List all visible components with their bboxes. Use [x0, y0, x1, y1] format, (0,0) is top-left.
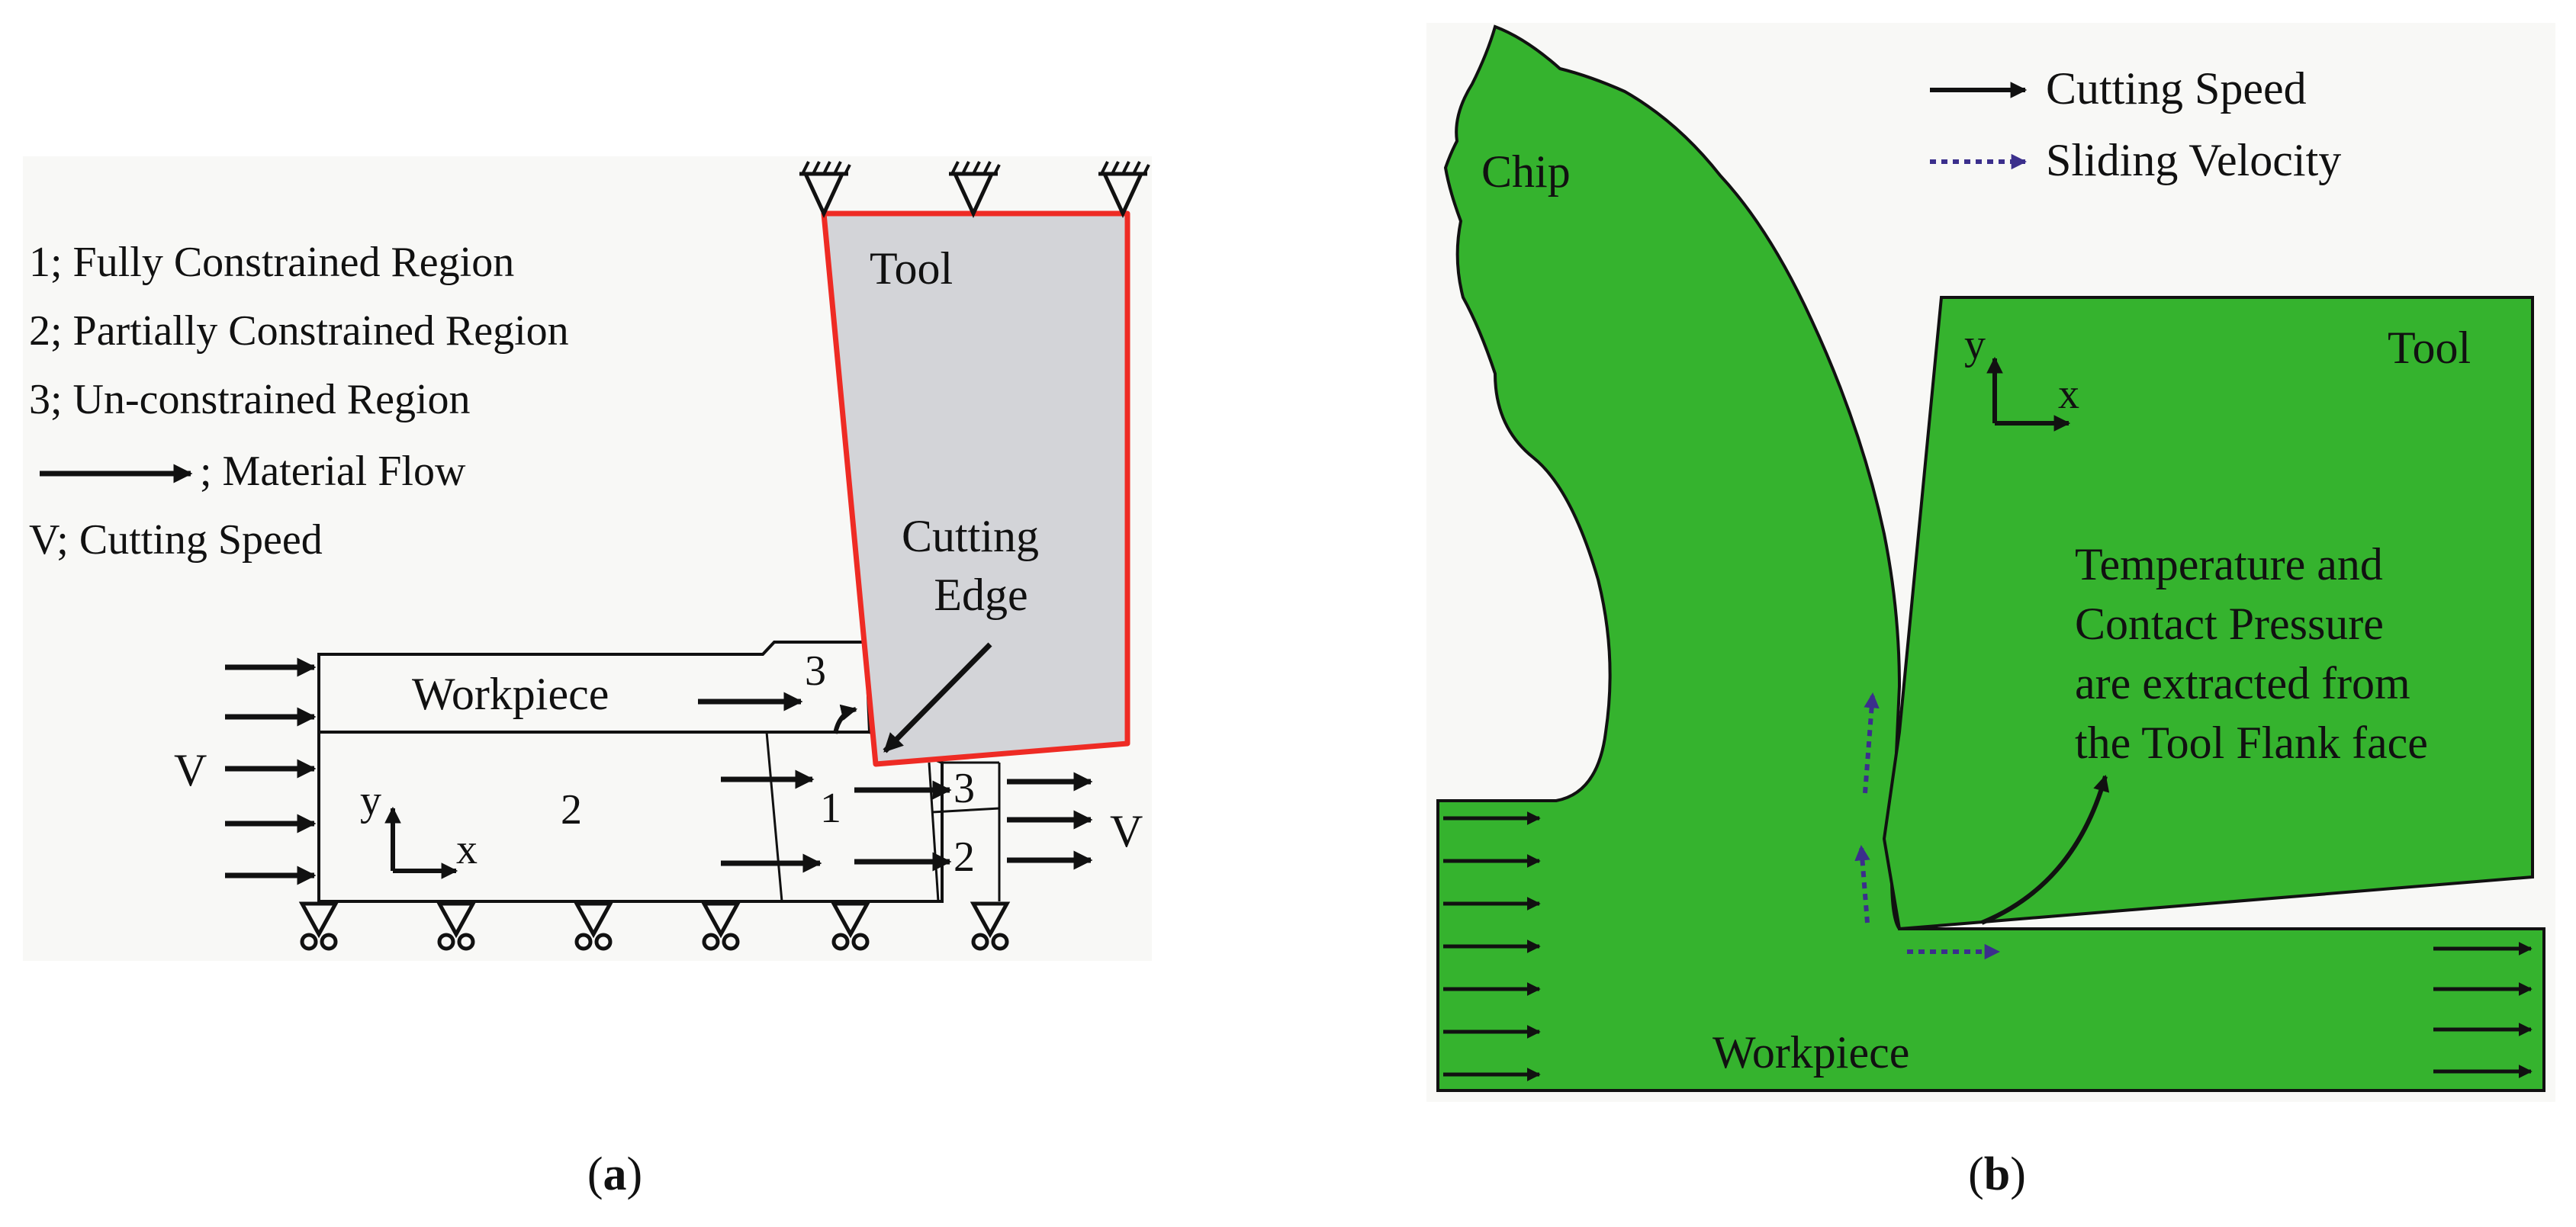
- tool-label-a: Tool: [870, 243, 953, 294]
- region-2-main-label: 2: [561, 786, 582, 834]
- caption-b: (b): [1968, 1148, 2026, 1200]
- note-line-3: are extracted from: [2075, 658, 2410, 708]
- legend-partially-constrained: 2; Partially Constrained Region: [29, 307, 569, 355]
- panel-a: 1; Fully Constrained Region 2; Partially…: [23, 156, 1152, 1200]
- legend-fully-constrained: 1; Fully Constrained Region: [29, 239, 514, 286]
- tool-label-b: Tool: [2388, 323, 2471, 373]
- cutting-edge-label-line2: Edge: [934, 570, 1028, 620]
- note-line-4: the Tool Flank face: [2075, 718, 2428, 768]
- tool-a: [799, 162, 1149, 767]
- panel-b: Cutting Speed Sliding Velocity Chip Tool…: [1426, 23, 2555, 1200]
- axis-y-label-b: y: [1964, 321, 1986, 368]
- sliding-velocity-arrows: [1854, 692, 2001, 960]
- legend-sliding-velocity-b: Sliding Velocity: [2046, 135, 2341, 185]
- material-flow-arrows-a: [225, 657, 1093, 885]
- legend-unconstrained: 3; Un-constrained Region: [29, 376, 471, 423]
- axis-y-label-a: y: [360, 777, 381, 824]
- chip-label: Chip: [1481, 146, 1571, 197]
- axis-x-label-b: x: [2058, 371, 2079, 418]
- region-1-label: 1: [820, 785, 841, 832]
- axes-icon-b: [1986, 356, 2071, 432]
- legend-cutting-speed: V; Cutting Speed: [29, 516, 323, 564]
- flank-face-arrow: [1980, 774, 2110, 925]
- cutting-speed-arrows-left: [1443, 811, 1541, 1081]
- note-line-1: Temperature and: [2075, 539, 2383, 589]
- legend-material-flow: ; Material Flow: [200, 448, 466, 495]
- region-3-right-label: 3: [954, 765, 975, 812]
- caption-a: (a): [587, 1148, 642, 1200]
- workpiece-chip-body: [1436, 24, 2545, 1092]
- v-left-label: V: [174, 745, 207, 795]
- v-right-label: V: [1110, 806, 1143, 856]
- workpiece-label-a: Workpiece: [412, 669, 609, 719]
- axes-icon-a: [384, 806, 458, 879]
- region-3-top-label: 3: [805, 647, 826, 695]
- cutting-edge-label-line1: Cutting: [902, 511, 1039, 561]
- cutting-speed-arrows-right: [2433, 942, 2533, 1078]
- tool-b: [1882, 296, 2534, 931]
- axis-x-label-a: x: [456, 826, 478, 873]
- legend-cutting-speed-b: Cutting Speed: [2046, 63, 2307, 114]
- workpiece-label-b: Workpiece: [1713, 1027, 1909, 1078]
- region-2-right-label: 2: [954, 834, 975, 881]
- workpiece-a: [317, 641, 1001, 903]
- cutting-edge-arrow: [883, 642, 992, 753]
- note-line-2: Contact Pressure: [2075, 599, 2384, 649]
